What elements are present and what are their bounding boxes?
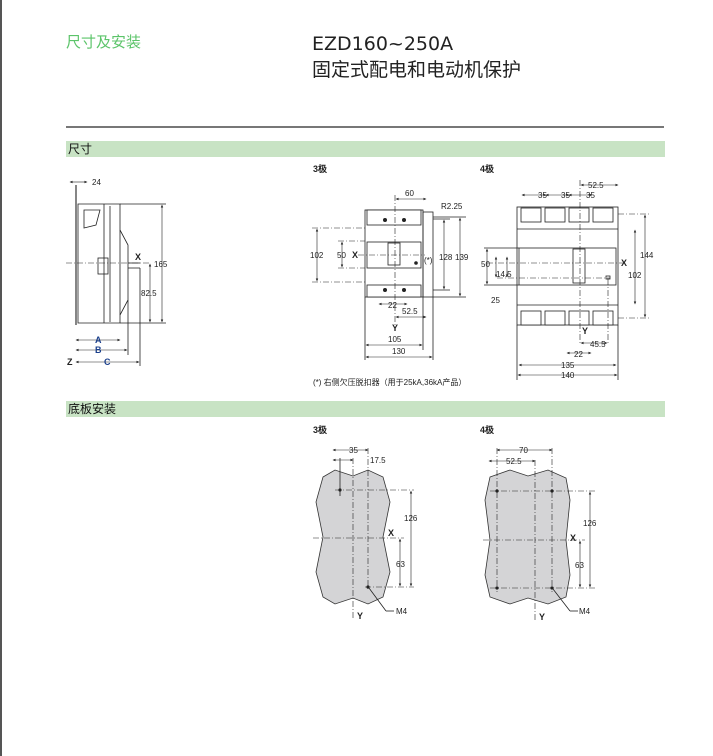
- dimension-label: 52.5: [402, 307, 418, 316]
- dimension-label: Y: [392, 323, 398, 333]
- dimension-label: 45.5: [590, 340, 606, 349]
- page-edge: [0, 0, 2, 756]
- dimension-label: X: [570, 533, 576, 543]
- product-title: EZD160~250A 固定式配电和电动机保护: [312, 31, 521, 83]
- dimension-label: 60: [405, 189, 414, 198]
- dimension-label: 130: [392, 347, 406, 356]
- band-mounting: 底板安装: [66, 401, 665, 417]
- dimension-label: 126: [404, 514, 418, 523]
- four-pole-drawing: 4极 52.5 35 35 35 144 102 X: [480, 163, 654, 380]
- dimension-label: 105: [388, 335, 402, 344]
- dimension-label: B: [95, 345, 102, 355]
- dimension-label: (*): [424, 256, 433, 265]
- dimension-label: 52.5: [588, 181, 604, 190]
- dimension-label: 82.5: [141, 289, 157, 298]
- dimension-label: 63: [575, 561, 584, 570]
- product-model: EZD160~250A: [312, 33, 454, 55]
- band-dimensions: 尺寸: [66, 141, 665, 157]
- dimension-label: 35: [586, 191, 595, 200]
- plate-three-pole-drawing: 3极 35 17.5 126 63 X M4 Y: [313, 424, 418, 621]
- dimension-label: Z: [67, 357, 73, 367]
- dimension-label: 102: [310, 251, 324, 260]
- dimension-label: R2.25: [441, 202, 463, 211]
- dimension-label: 14.5: [496, 270, 512, 279]
- section-title: 尺寸及安装: [66, 33, 142, 51]
- side-view-drawing: 24 165 82.5 X A B C Z: [66, 178, 168, 367]
- dimension-label: Y: [357, 611, 363, 621]
- three-pole-drawing: 3极 60 R2.25 102 50 X (*) 128 139 22: [310, 163, 469, 387]
- dimension-label: 22: [574, 350, 583, 359]
- dimension-label: M4: [396, 607, 408, 616]
- dimension-label: 70: [519, 446, 528, 455]
- dimension-label: 4极: [480, 163, 495, 174]
- dimension-label: 139: [455, 253, 469, 262]
- dimension-label: 17.5: [370, 456, 386, 465]
- dimension-label: A: [95, 335, 102, 345]
- dimension-label: 102: [628, 271, 642, 280]
- three-pole-note: (*) 右侧欠压脱扣器（用于25kA,36kA产品）: [313, 377, 466, 387]
- divider: [66, 126, 664, 128]
- dimension-label: 63: [396, 560, 405, 569]
- dimension-label: X: [135, 252, 141, 262]
- dimension-label: 140: [561, 371, 575, 380]
- dimension-label: 22: [388, 301, 397, 310]
- dimension-label: C: [104, 357, 111, 367]
- dimension-label: 144: [640, 251, 654, 260]
- dimension-label: 35: [538, 191, 547, 200]
- dimension-label: 25: [491, 296, 500, 305]
- dimension-label: 35: [561, 191, 570, 200]
- dimension-label: X: [388, 528, 394, 538]
- dimension-label: M4: [579, 607, 591, 616]
- dimension-label: 165: [154, 260, 168, 269]
- dimension-label: 35: [349, 446, 358, 455]
- dimension-label: 4极: [480, 424, 495, 435]
- dimension-label: 50: [481, 260, 490, 269]
- dimension-label: 3极: [313, 424, 328, 435]
- dimension-label: 52.5: [506, 457, 522, 466]
- dimension-label: 50: [337, 251, 346, 260]
- dimension-label: 135: [561, 361, 575, 370]
- product-description: 固定式配电和电动机保护: [312, 59, 522, 81]
- dimension-label: 128: [439, 253, 453, 262]
- dimension-label: X: [352, 250, 358, 260]
- plate-four-pole-drawing: 4极 70 52.5 126 63 X M4 Y: [480, 424, 597, 622]
- dimension-label: X: [621, 258, 627, 268]
- dimension-label: 24: [92, 178, 101, 187]
- dimension-label: 126: [583, 519, 597, 528]
- dimension-label: 3极: [313, 163, 328, 174]
- dimension-label: Y: [539, 612, 545, 622]
- dimension-label: Y: [582, 326, 588, 336]
